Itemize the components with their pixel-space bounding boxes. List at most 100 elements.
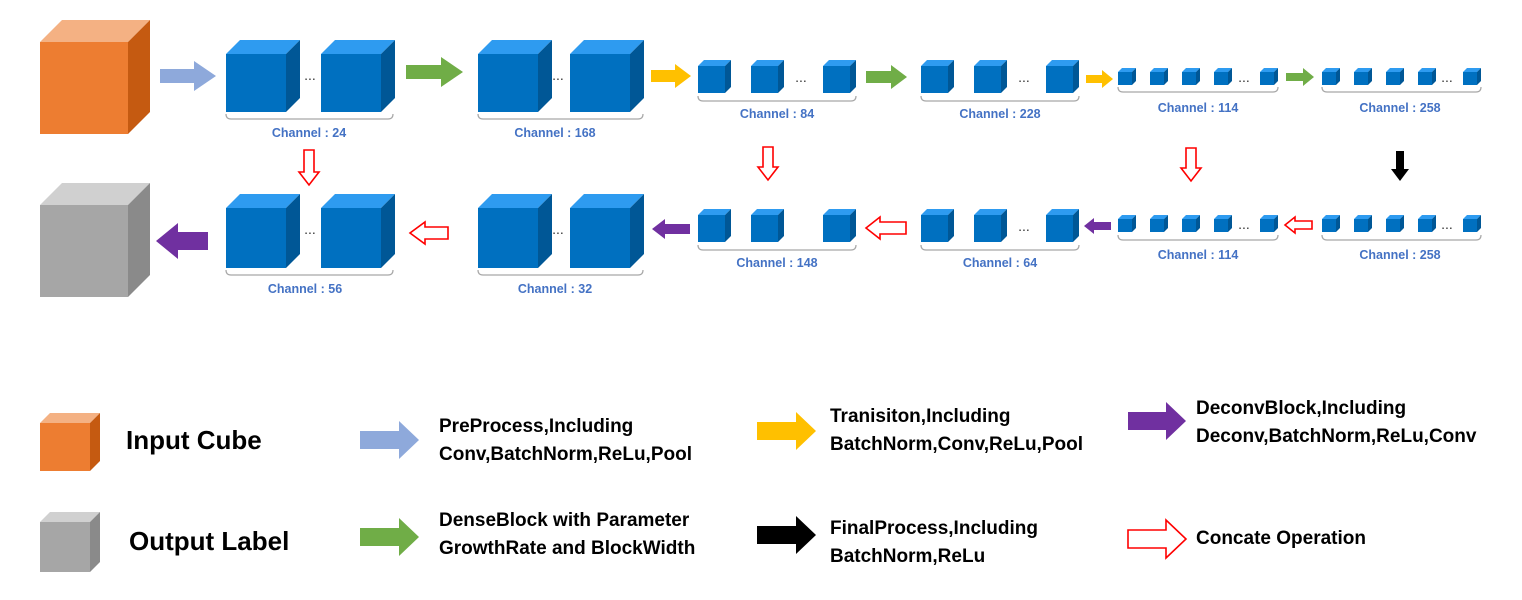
- bottom-block2-cube-a: [478, 194, 552, 268]
- legend-output-label-label: Output Label: [129, 526, 290, 556]
- legend-output-cube-icon-top: [40, 512, 100, 522]
- top-block5-channel-label: Channel : 114: [1158, 101, 1239, 115]
- top-block5-cube-5: [1260, 68, 1278, 85]
- bottom-block5-cube-5-side: [1274, 215, 1278, 232]
- brace-layer: [225, 86, 1482, 276]
- bottom-block3-cube-b: [751, 209, 784, 242]
- bottom-block6-cube-5: [1463, 215, 1481, 232]
- top-block1-cube-b-top: [321, 40, 395, 54]
- top-block1-cube-a-top: [226, 40, 300, 54]
- bottom-block3-cube-c-top: [823, 209, 856, 215]
- top-block6-cube-2-front: [1354, 72, 1368, 85]
- top-block6-cube-5-front: [1463, 72, 1477, 85]
- bottom-block6-brace: [1321, 234, 1482, 241]
- deconv-arrow-2: [652, 219, 690, 239]
- output-cube-front: [40, 205, 128, 297]
- top-block1-cube-b-side: [381, 40, 395, 112]
- bottom-block5-brace: [1117, 234, 1279, 241]
- bottom-block5-cube-3-side: [1196, 215, 1200, 232]
- legend-final-arrow: [757, 516, 816, 554]
- deconv-arrow-3: [1084, 218, 1111, 234]
- top-block3-cube-a-front: [698, 66, 725, 93]
- legend-output-cube-icon: [40, 512, 100, 572]
- bottom-block4-cube-a-top: [921, 209, 954, 215]
- bottom-block1-cube-a: [226, 194, 300, 268]
- top-block2-cube-a-top: [478, 40, 552, 54]
- top-block6-cube-4-front: [1418, 72, 1432, 85]
- top-block4-cube-b-top: [974, 60, 1007, 66]
- top-block5-brace: [1117, 86, 1279, 93]
- top-block3-cube-c-top: [823, 60, 856, 66]
- legend-denseblock-line2: GrowthRate and BlockWidth: [439, 538, 696, 559]
- top-block6-cube-3: [1386, 68, 1404, 85]
- top-block3-cube-b-top: [751, 60, 784, 66]
- top-block3-cube-c: [823, 60, 856, 93]
- bottom-block4-cube-b-front: [974, 215, 1001, 242]
- legend-output-cube-icon-front: [40, 522, 90, 572]
- bottom-block4-cube-a-front: [921, 215, 948, 242]
- legend-input-cube-icon: [40, 413, 100, 471]
- top-block1-brace: [225, 113, 394, 120]
- concat-down-arrow-2: [756, 146, 780, 182]
- top-block3-cube-a: [698, 60, 731, 93]
- top-block6-cube-1-side: [1336, 68, 1340, 85]
- bottom-block4-cube-a-side: [948, 209, 954, 242]
- bottom-block4-channel-label: Channel : 64: [963, 256, 1037, 270]
- top-block2-cube-b-side: [630, 40, 644, 112]
- legend-input-cube-label: Input Cube: [126, 425, 262, 455]
- top-block4-cube-b-front: [974, 66, 1001, 93]
- top-block4-cube-a-front: [921, 66, 948, 93]
- bottom-block6-cube-1-top: [1322, 215, 1340, 219]
- bottom-block6-cube-4-top: [1418, 215, 1436, 219]
- top-block4-cube-a-top: [921, 60, 954, 66]
- legend-preprocess-line2: Conv,BatchNorm,ReLu,Pool: [439, 444, 692, 465]
- bottom-block6-cube-4-front: [1418, 219, 1432, 232]
- legend-deconvblock-line2: Deconv,BatchNorm,ReLu,Conv: [1196, 426, 1477, 447]
- legend-concat-line1: Concate Operation: [1196, 528, 1366, 549]
- top-block4-channel-label: Channel : 228: [959, 107, 1040, 121]
- bottom-block5-cube-3: [1182, 215, 1200, 232]
- top-block5-cube-3-side: [1196, 68, 1200, 85]
- legend-preprocess-arrow: [360, 421, 419, 459]
- top-block4-cube-c: [1046, 60, 1079, 93]
- legend-denseblock-arrow: [360, 518, 419, 556]
- bottom-block5-cube-2-front: [1150, 219, 1164, 232]
- legend-denseblock-text: DenseBlock with Parameter GrowthRate and…: [439, 507, 695, 563]
- input-cube-top: [40, 20, 150, 42]
- top-block2-brace: [477, 113, 644, 120]
- bottom-block3-cube-b-front: [751, 215, 778, 242]
- legend-input-cube-icon-top: [40, 413, 100, 423]
- top-block5-cube-2: [1150, 68, 1168, 85]
- bottom-block6-cube-1-side: [1336, 215, 1340, 232]
- final-down-arrow: [1391, 151, 1409, 181]
- legend-deconv-arrow: [1128, 402, 1186, 440]
- bottom-block1-cube-b-side: [381, 194, 395, 268]
- bottom-block5-cube-2: [1150, 215, 1168, 232]
- bottom-block3-cube-c-side: [850, 209, 856, 242]
- top-block5-cube-2-top: [1150, 68, 1168, 72]
- bottom-block3-brace: [697, 244, 857, 251]
- bottom-block5-cube-4: [1214, 215, 1232, 232]
- top-block5-cube-4: [1214, 68, 1232, 85]
- top-block4-cube-c-front: [1046, 66, 1073, 93]
- top-block3-brace: [697, 95, 857, 102]
- concat-left-arrow-3: [1283, 215, 1313, 235]
- top-block5-cube-1-side: [1132, 68, 1136, 85]
- bottom-block1-dots: ...: [304, 221, 316, 237]
- top-block5-cube-4-side: [1228, 68, 1232, 85]
- transition-arrow-2: [1086, 70, 1113, 88]
- top-block1-dots: ...: [304, 67, 316, 83]
- concat-left-arrow-2: [864, 215, 907, 241]
- top-block6-cube-4-side: [1432, 68, 1436, 85]
- bottom-block6-cube-3: [1386, 215, 1404, 232]
- legend-transition-arrow: [757, 412, 816, 450]
- legend-preprocess-line1: PreProcess,Including: [439, 416, 634, 437]
- top-block5-cube-3-top: [1182, 68, 1200, 72]
- cube-layer: [40, 20, 1481, 572]
- top-block4-dots: ...: [1018, 69, 1030, 85]
- bottom-block5-channel-label: Channel : 114: [1158, 248, 1239, 262]
- top-block2-dots: ...: [552, 67, 564, 83]
- top-block1-channel-label: Channel : 24: [272, 126, 346, 140]
- top-block6-cube-5-side: [1477, 68, 1481, 85]
